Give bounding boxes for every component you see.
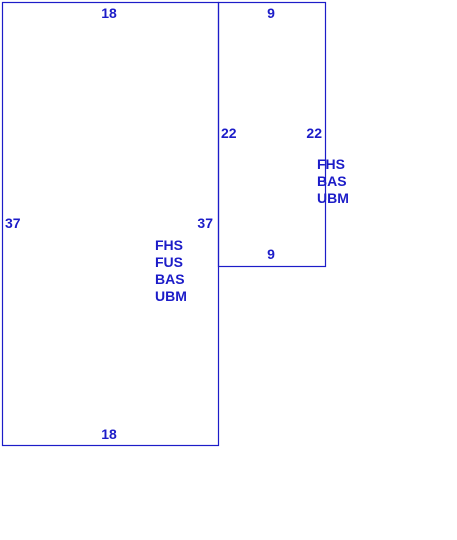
addition-code-1: FHS <box>317 156 345 172</box>
main-dim-top: 18 <box>101 5 117 21</box>
main-code-4: UBM <box>155 288 187 304</box>
main-section-outline <box>1 1 220 447</box>
main-code-1: FHS <box>155 237 183 253</box>
addition-dim-bottom: 9 <box>267 246 275 262</box>
addition-dim-left: 22 <box>221 125 237 141</box>
addition-dim-top: 9 <box>267 5 275 21</box>
addition-code-2: BAS <box>317 173 347 189</box>
addition-section-outline <box>217 1 327 268</box>
main-dim-bottom: 18 <box>101 426 117 442</box>
addition-dim-right: 22 <box>306 125 322 141</box>
main-dim-right: 37 <box>197 215 213 231</box>
addition-code-3: UBM <box>317 190 349 206</box>
main-dim-left: 37 <box>5 215 21 231</box>
main-code-2: FUS <box>155 254 183 270</box>
main-code-3: BAS <box>155 271 185 287</box>
